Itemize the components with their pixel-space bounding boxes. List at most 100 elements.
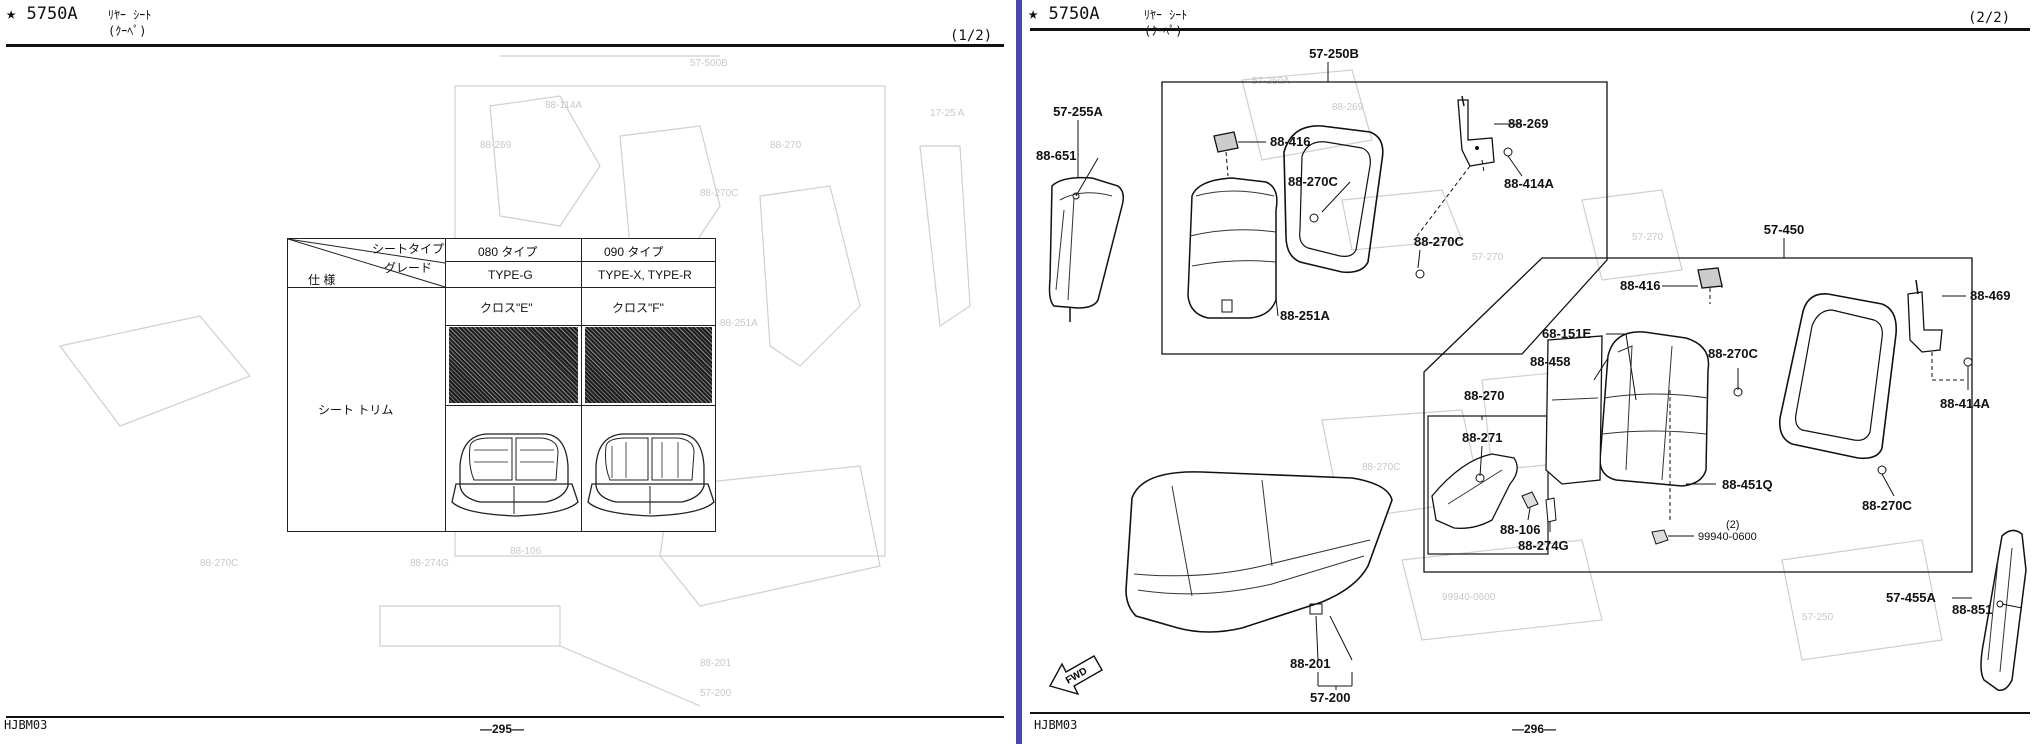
bolt-88-106 [1521,491,1539,509]
hinge-88-469 [1907,291,1943,353]
label-88-270: 88-270 [1464,388,1504,403]
seat-trim-table: シートタイプ グレード 仕 様 080 タイプ 090 タイプ TYPE-G T… [287,238,716,532]
hinge-88-269 [1457,99,1495,167]
footer-code: HJBM03 [4,718,48,732]
label-88-469: 88-469 [1970,288,2010,303]
label-88-201: 88-201 [1290,656,1330,671]
col2-cloth: クロス"F" [612,301,664,315]
label-88-269: 88-269 [1508,116,1548,131]
svg-text:88-114A: 88-114A [545,100,582,111]
right-catalog-page: ★ 5750A ﾘﾔｰ ｼｰﾄ (ｸｰﾍﾟ) (2/2) 57-250A 88-… [1022,0,2038,744]
header-rule [1030,28,2030,31]
page-number: —295— [480,722,525,736]
section-subtitle: (ｸｰﾍﾟ) [1144,24,1183,38]
assembly-box-57-450 [1423,257,1973,573]
left-catalog-page: ★ 5750A ﾘﾔｰ ｼｰﾄ (ｸｰﾍﾟ) (1/2) 57-500B 88-… [0,0,1016,744]
label-88-274G: 88-274G [1518,538,1569,553]
col1-seat-type: 080 タイプ [478,245,538,259]
section-code: ★ 5750A [6,4,78,24]
label-quantity-2: (2) [1726,519,1739,531]
label-88-271: 88-271 [1462,430,1502,445]
svg-text:99940-0600: 99940-0600 [1442,592,1496,603]
seatback-frame [1283,125,1384,274]
svg-text:57-270: 57-270 [1472,252,1504,263]
side-bolster-57-255A [1048,176,1125,309]
cloth-f-swatch [585,327,712,403]
armrest-cushion-88-458 [1545,335,1603,485]
label-88-270C-2: 88-270C [1414,234,1464,249]
footer-rule [6,716,1004,718]
svg-text:57-250: 57-250 [1802,612,1834,623]
armrest-88-271 [1431,453,1518,529]
label-88-458: 88-458 [1530,354,1570,369]
screw-88-274G [1545,497,1557,523]
label-68-151E: 68-151E [1542,326,1591,341]
svg-text:88-201: 88-201 [700,658,732,669]
seat-090-illustration [587,433,715,517]
label-88-270C-3: 88-270C [1708,346,1758,361]
label-99940-0600: 99940-0600 [1698,531,1757,543]
col1-grade: TYPE-G [488,268,533,282]
exploded-parts-diagram: 57-250A 88-269 57-270 88-270C 57-270 999… [1036,46,2027,705]
seat-080-illustration [451,433,579,517]
header-spec: 仕 様 [308,273,336,287]
svg-text:88-251A: 88-251A [720,318,758,329]
side-bolster-57-455A [1980,529,2027,692]
col1-cloth: クロス"E" [480,301,533,315]
label-57-255A: 57-255A [1053,104,1103,119]
svg-text:88-269: 88-269 [480,140,512,151]
label-88-414A-mid: 88-414A [1940,396,1990,411]
svg-text:57-200: 57-200 [700,688,732,699]
seatback-88-251A [1187,177,1278,319]
label-88-414A-top: 88-414A [1504,176,1554,191]
label-57-450: 57-450 [1764,222,1804,237]
assembly-box-57-250B [1161,81,1608,355]
cloth-e-swatch [449,327,578,403]
col2-grade: TYPE-X, TYPE-R [598,268,692,282]
clip-88-416-lower [1697,267,1723,289]
row-label-seat-trim: シート トリム [318,403,394,417]
table-diagonal [288,239,446,288]
svg-text:57-500B: 57-500B [690,58,728,69]
footer-rule [1030,712,2030,714]
label-88-270C-1: 88-270C [1288,174,1338,189]
label-88-416-mid: 88-416 [1620,278,1660,293]
seat-cushion-57-200 [1125,471,1393,633]
label-88-106: 88-106 [1500,522,1540,537]
fwd-arrow: FWD [1048,655,1103,696]
clip-88-416 [1213,131,1239,153]
label-88-851: 88-851 [1952,602,1992,617]
label-88-270C-4: 88-270C [1862,498,1912,513]
label-88-251A: 88-251A [1280,308,1330,323]
seatback-frame-lower [1778,293,1898,460]
svg-text:88-274G: 88-274G [410,558,449,569]
assembly-box-88-270 [1427,415,1549,555]
page-divider [1016,0,1022,744]
svg-text:88-269: 88-269 [1332,102,1364,113]
label-88-451Q: 88-451Q [1722,477,1773,492]
footer-code: HJBM03 [1034,718,1078,732]
label-57-250B: 57-250B [1309,46,1359,61]
label-88-651: 88-651 [1036,148,1076,163]
svg-text:57-270: 57-270 [1632,232,1664,243]
header-grade: グレード [384,261,433,275]
svg-text:88-270C: 88-270C [1362,462,1400,473]
svg-text:88-270C: 88-270C [200,558,238,569]
section-title: ﾘﾔｰ ｼｰﾄ [1144,8,1188,22]
page-number: —296— [1512,722,1557,736]
header-rule [6,44,1004,47]
seatback-lower [1599,331,1710,487]
nut-99940-0600 [1651,529,1669,545]
page-fraction: (2/2) [1968,10,2011,26]
header-seat-type: シートタイプ [372,242,445,256]
svg-text:17-25 A: 17-25 A [930,108,965,119]
col2-seat-type: 090 タイプ [604,245,664,259]
label-57-455A: 57-455A [1886,590,1936,605]
label-57-200: 57-200 [1310,690,1350,705]
svg-text:88-270: 88-270 [770,140,802,151]
svg-text:88-270C: 88-270C [700,188,738,199]
section-code: ★ 5750A [1028,4,1100,24]
page-fraction: (1/2) [950,28,993,44]
section-subtitle: (ｸｰﾍﾟ) [108,24,147,38]
svg-text:88-106: 88-106 [510,546,542,557]
